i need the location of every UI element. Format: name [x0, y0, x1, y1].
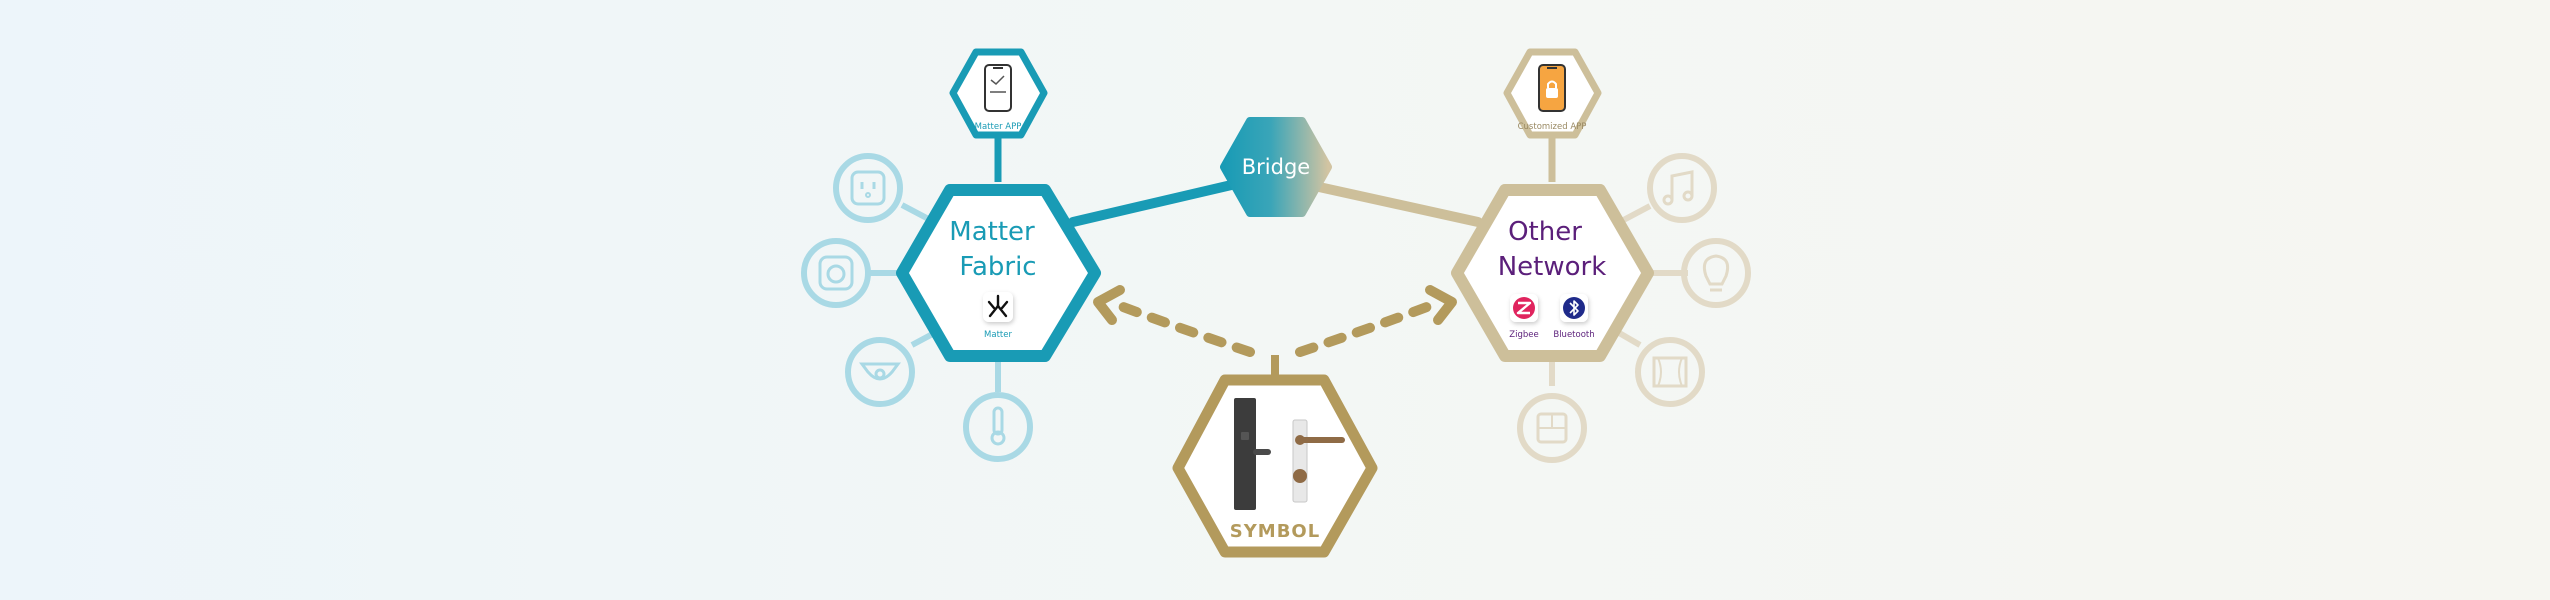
bluetooth-icon: [1560, 294, 1588, 322]
matter-bridge-link: [1068, 178, 1245, 227]
other-app-label: Customized APP: [1518, 122, 1587, 132]
light-bulb-icon: [1681, 238, 1751, 308]
wall-switch-icon: [1517, 393, 1587, 463]
zigbee-icon: [1510, 294, 1538, 322]
matter-app-node: Matter APP: [949, 48, 1048, 139]
matter-title-line1: Matter: [949, 217, 1035, 247]
other-network-hub: Other Network Zigbee Bluetooth: [1451, 184, 1654, 362]
phone-icon: [984, 64, 1012, 112]
music-note-icon: [1647, 153, 1717, 223]
smart-plug-icon: [833, 153, 903, 223]
other-arrowhead: [1425, 285, 1457, 325]
matter-devices: [801, 153, 1033, 462]
other-app-node: Customized APP: [1503, 48, 1602, 139]
matter-arrowhead: [1093, 285, 1125, 325]
other-title-line2: Network: [1498, 252, 1607, 282]
lock-to-matter-arrow: [1105, 297, 1255, 357]
other-title-line1: Other: [1508, 217, 1582, 247]
bridge-label: Bridge: [1242, 155, 1310, 179]
lock-to-other-arrow: [1295, 297, 1445, 357]
phone-lock-icon: [1538, 64, 1566, 112]
bluetooth-label: Bluetooth: [1553, 330, 1594, 340]
matter-fabric-hub: Matter Fabric Matter: [896, 184, 1101, 362]
thermometer-icon: [963, 392, 1033, 462]
matter-logo-icon: [983, 292, 1013, 322]
other-devices: [1517, 153, 1751, 463]
matter-badge-label: Matter: [984, 330, 1012, 340]
smart-lock-icon: [1234, 398, 1345, 510]
zigbee-label: Zigbee: [1509, 330, 1538, 340]
matter-title-line2: Fabric: [959, 252, 1036, 282]
camera-icon: [801, 238, 871, 308]
bridge-other-link: [1305, 180, 1483, 227]
curtain-icon: [1635, 337, 1705, 407]
lock-arrows: [1093, 285, 1457, 357]
bridge-node: Bridge: [1220, 117, 1332, 217]
matter-app-label: Matter APP: [975, 122, 1022, 132]
lock-brand-label: SYMBOL: [1230, 521, 1320, 542]
smart-lock-node: SYMBOL: [1172, 374, 1378, 558]
dome-camera-icon: [845, 337, 915, 407]
